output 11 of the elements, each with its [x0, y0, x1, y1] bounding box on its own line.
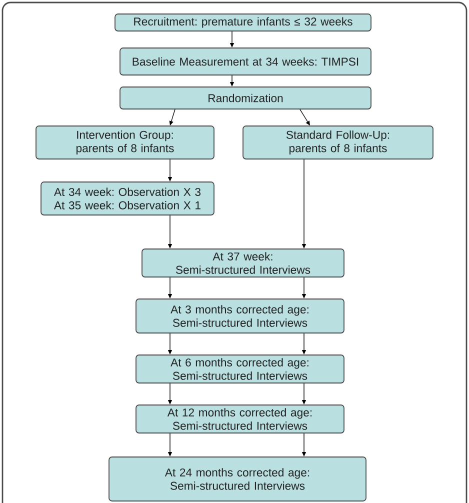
process-box: At 6 months corrected age: Semi-structured Interviews	[136, 354, 344, 384]
process-box: At 3 months corrected age: Semi-structured Interviews	[136, 298, 344, 334]
process-box: Recruitment: premature infants ≤ 32 weeks	[114, 14, 372, 32]
process-box: Randomization	[120, 86, 372, 110]
process-box: Standard Follow-Up: parents of 8 infants	[242, 126, 434, 160]
process-box: At 37 week: Semi-structured Interviews	[142, 248, 344, 278]
process-box: Baseline Measurement at 34 weeks: TIMPSI	[120, 48, 372, 76]
process-box: At 12 months corrected age: Semi-structured Interviews	[136, 404, 344, 434]
process-box: At 34 week: Observation X 3 At 35 week: Observation X 1	[40, 182, 214, 216]
process-box: At 24 months corrected age: Semi-structured Interviews	[108, 456, 366, 502]
process-box: Intervention Group: parents of 8 infants	[36, 126, 214, 160]
